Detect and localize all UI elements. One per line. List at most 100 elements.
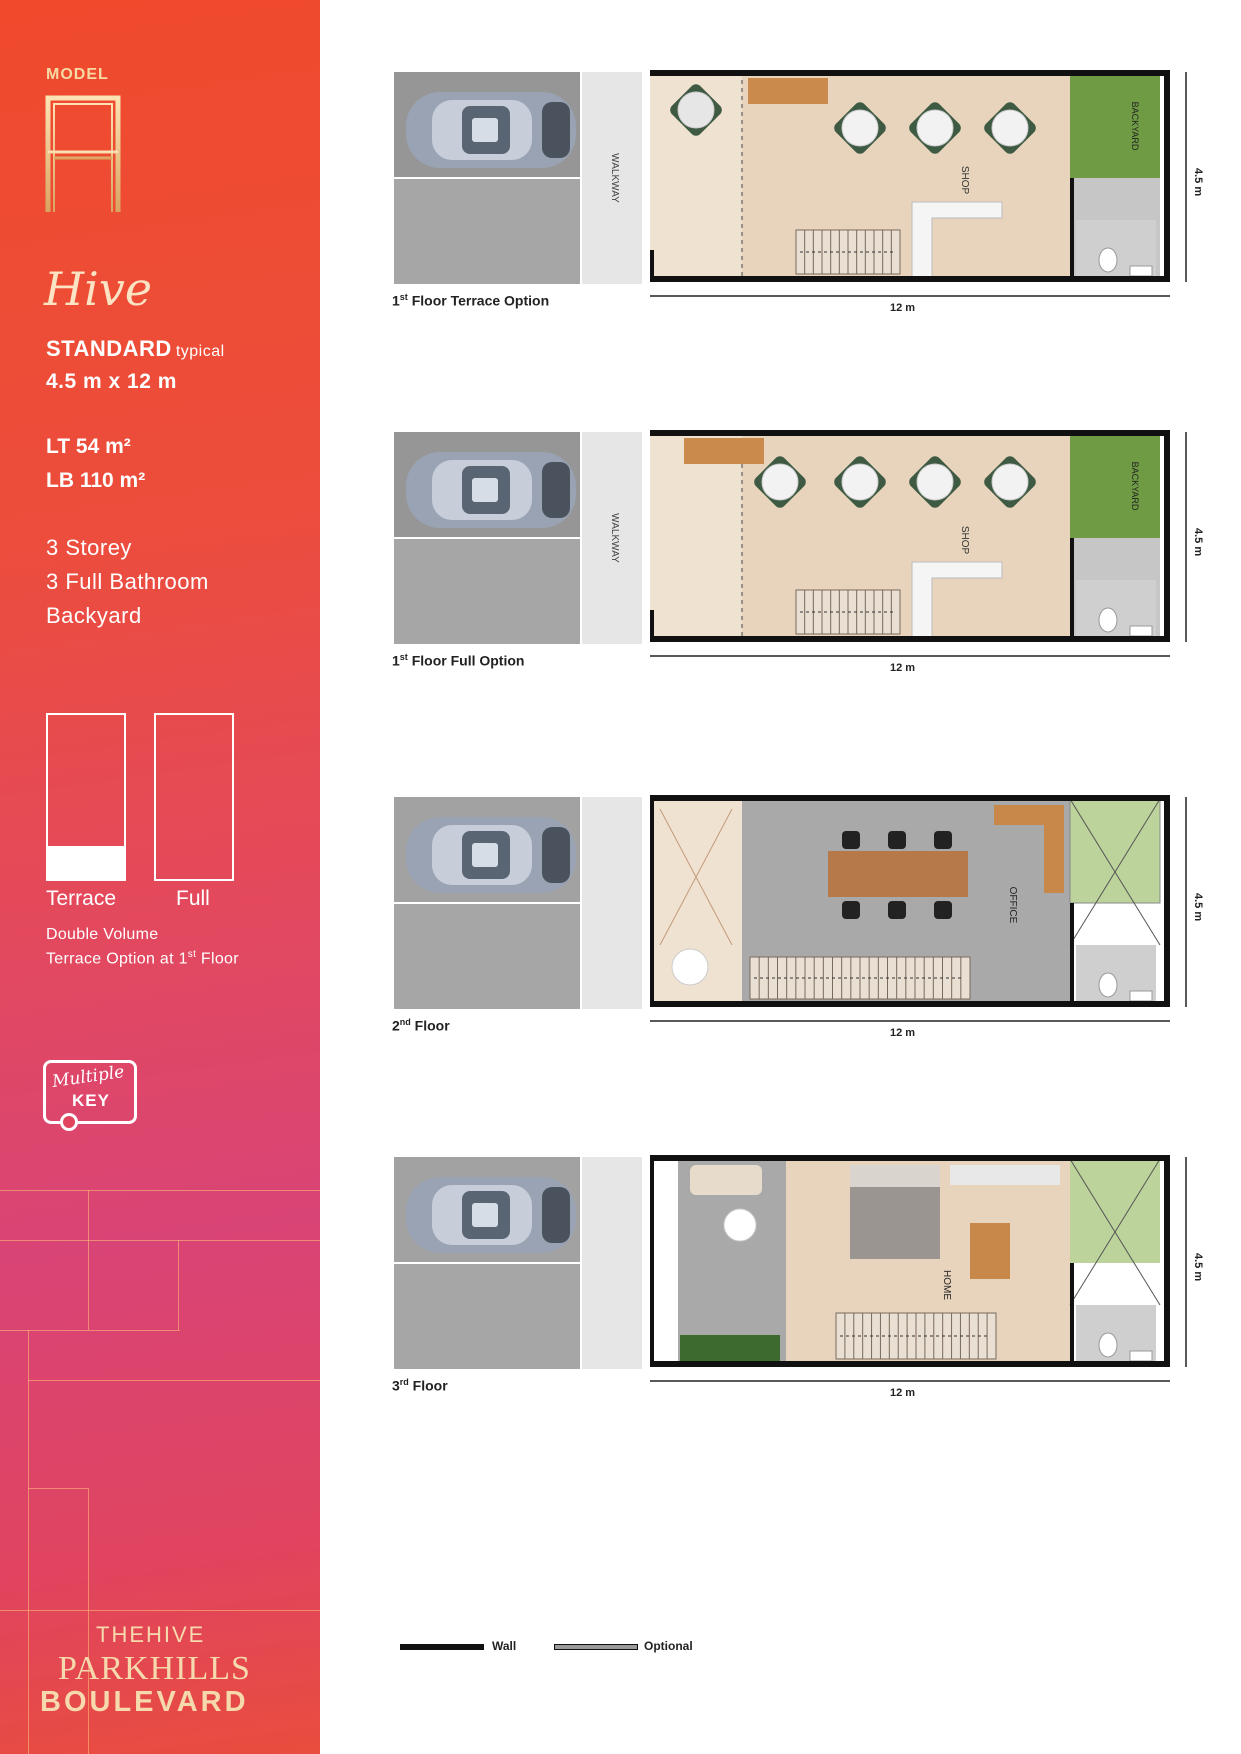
walkway-area xyxy=(582,797,642,1009)
kitchen-counter-icon xyxy=(950,1165,1060,1185)
floor-plan-drawing: OFFICE xyxy=(394,795,1187,1022)
floor-plan-1: WALKWAY SHOP BACKYARD xyxy=(392,70,1192,300)
staircase-icon xyxy=(795,229,901,275)
floor-plan-drawing: WALKWAY SHOP BACKYARD xyxy=(394,70,1187,297)
terrace-note-post: Floor xyxy=(196,950,239,968)
floor-number: 3 xyxy=(392,1377,400,1394)
car-icon xyxy=(406,92,576,168)
wall-bottom xyxy=(650,276,1170,282)
brand-boulevard: BOULEVARD xyxy=(40,1686,249,1718)
wall-back xyxy=(1164,795,1170,1007)
floor-plan-drawing: HOME xyxy=(394,1155,1187,1382)
walkway-label: WALKWAY xyxy=(609,153,620,203)
feature-storey: 3 Storey xyxy=(46,535,132,560)
backyard-grass xyxy=(1070,434,1160,538)
room-label: HOME xyxy=(941,1270,952,1300)
floor-caption-text: Floor Full Option xyxy=(407,652,525,669)
depth-label: 4.5 m xyxy=(1192,528,1204,557)
wall-top xyxy=(650,430,1170,436)
dimensions: 4.5 m x 12 m xyxy=(46,370,177,393)
terrace-option-note: Terrace Option at 1st Floor xyxy=(46,949,239,968)
backyard-label: BACKYARD xyxy=(1130,462,1140,511)
walkway-area xyxy=(582,1157,642,1369)
void-area xyxy=(1070,1159,1160,1263)
floor-plan-4: HOME xyxy=(392,1155,1192,1385)
staircase-icon xyxy=(749,956,971,1000)
full-option-label: Full xyxy=(176,887,210,910)
model-label: MODEL xyxy=(46,66,109,83)
width-label: 12 m xyxy=(890,1027,916,1039)
terrace-option-label: Terrace xyxy=(46,887,117,910)
car-icon xyxy=(406,452,576,528)
walkway-area xyxy=(582,432,642,644)
depth-label: 4.5 m xyxy=(1192,168,1204,197)
legend-optional-label: Optional xyxy=(644,1639,693,1653)
floor-ordinal: st xyxy=(399,652,408,662)
dining-table-icon xyxy=(754,456,806,508)
floor-number: 2 xyxy=(392,1017,400,1034)
floor-number: 1 xyxy=(392,652,400,669)
staircase-icon xyxy=(795,589,901,635)
floor-caption: 3rd Floor xyxy=(392,1377,448,1394)
terrace-fill xyxy=(48,846,124,879)
full-option-diagram xyxy=(154,713,234,881)
wall-bottom xyxy=(650,1001,1170,1007)
room-label: SHOP xyxy=(959,166,970,195)
plants-icon xyxy=(680,1335,780,1363)
multiple-key-logo: Multiple KEY xyxy=(43,1060,137,1131)
room-label: OFFICE xyxy=(1007,887,1018,924)
wall-back xyxy=(1164,1155,1170,1367)
dining-table-icon xyxy=(834,102,886,154)
key-badge-script: Multiple xyxy=(50,1062,126,1092)
wall-back xyxy=(1164,70,1170,282)
legend-wall-label: Wall xyxy=(492,1639,517,1653)
backyard-label: BACKYARD xyxy=(1130,102,1140,151)
feature-backyard: Backyard xyxy=(46,603,142,628)
bathroom-icon xyxy=(1076,1305,1156,1365)
double-volume-note: Double Volume xyxy=(46,926,159,943)
bathroom-icon xyxy=(1076,580,1156,640)
dining-table-icon xyxy=(909,456,961,508)
width-label: 12 m xyxy=(890,302,916,314)
dining-table-icon xyxy=(984,102,1036,154)
bathroom-icon xyxy=(1076,220,1156,280)
model-letter-icon xyxy=(45,95,121,212)
floor-ordinal: st xyxy=(399,292,408,302)
floor-caption-text: Floor xyxy=(408,1377,448,1394)
feature-bathroom: 3 Full Bathroom xyxy=(46,569,209,594)
floor-plan-3: OFFICE xyxy=(392,795,1192,1025)
building-area: LB 110 m² xyxy=(46,469,146,492)
staircase-icon xyxy=(835,1312,997,1360)
depth-label: 4.5 m xyxy=(1192,893,1204,922)
terrace-note-text: Terrace Option at 1 xyxy=(46,950,188,968)
dining-table-icon xyxy=(909,102,961,154)
legend-wall-line xyxy=(400,1644,484,1650)
wall-back xyxy=(1164,430,1170,642)
backyard-grass xyxy=(1070,74,1160,178)
bed-icon xyxy=(850,1183,940,1259)
void-area xyxy=(1070,799,1160,903)
legend-optional-line xyxy=(554,1644,638,1650)
wall-top xyxy=(650,1155,1170,1161)
dining-table-icon xyxy=(670,84,722,136)
dining-table-icon xyxy=(984,456,1036,508)
standard-suffix: typical xyxy=(175,343,225,360)
wall-bottom xyxy=(650,1361,1170,1367)
brand-parkhills: PARKHILLS xyxy=(58,1650,251,1687)
floor-caption: 1st Floor Full Option xyxy=(392,652,524,669)
walkway-area xyxy=(582,72,642,284)
floor-ordinal: rd xyxy=(399,1377,409,1387)
bathroom-icon xyxy=(1076,945,1156,1005)
floor-caption: 2nd Floor xyxy=(392,1017,450,1034)
room-label: SHOP xyxy=(959,526,970,555)
width-label: 12 m xyxy=(890,662,916,674)
standard-text: STANDARD xyxy=(46,336,172,361)
decorative-grid xyxy=(0,1190,320,1754)
car-icon xyxy=(406,817,576,893)
wall-top xyxy=(650,70,1170,76)
key-ring-icon xyxy=(60,1113,78,1131)
floor-caption-text: Floor xyxy=(410,1017,450,1034)
terrace-option-diagram xyxy=(46,713,126,881)
